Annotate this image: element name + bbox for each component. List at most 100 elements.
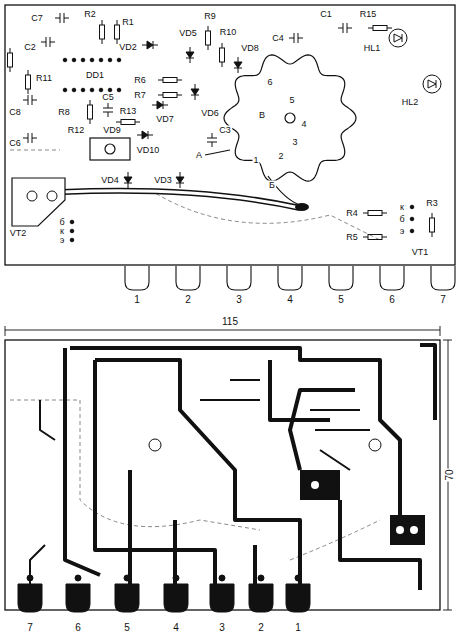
- components: [70, 238, 74, 242]
- components: [116, 122, 140, 123]
- components: [432, 213, 433, 237]
- part-label: C5: [101, 93, 115, 102]
- button-number: 2: [257, 623, 265, 633]
- components: [23, 133, 37, 143]
- bottom-buttons: [164, 584, 188, 612]
- pin-name: к: [59, 227, 65, 236]
- callout-letter: Б: [268, 181, 276, 190]
- part-label: HL1: [363, 44, 382, 53]
- part-label: C1: [319, 10, 333, 19]
- part-label: HL2: [401, 98, 420, 107]
- part-label: VD8: [240, 44, 260, 53]
- components: [289, 33, 303, 43]
- part-label: R7: [133, 91, 147, 100]
- contact-number: 4: [300, 120, 307, 129]
- part-label: R10: [219, 28, 238, 37]
- part-label: C2: [23, 43, 37, 52]
- components: [158, 80, 182, 81]
- encoder-star: [205, 55, 356, 205]
- components: [8, 13, 442, 242]
- copper-pads: [311, 481, 319, 489]
- pin-name: э: [59, 236, 66, 245]
- button-number: 3: [235, 295, 243, 305]
- top-buttons: [227, 266, 251, 290]
- components: [389, 29, 407, 47]
- part-label: R3: [425, 199, 439, 208]
- components: [410, 205, 414, 209]
- part-label: VD7: [155, 115, 175, 124]
- copper-traces: [420, 345, 435, 420]
- callout-letter: В: [258, 111, 266, 120]
- part-label: R5: [345, 233, 359, 242]
- top-buttons: [176, 266, 200, 290]
- part-label: R9: [203, 12, 217, 21]
- pin-name: э: [399, 227, 406, 236]
- dimension-lines: [5, 326, 452, 610]
- part-label: R4: [345, 209, 359, 218]
- copper-pads: [410, 526, 418, 534]
- mount-pad: [90, 138, 130, 160]
- components: [176, 172, 184, 188]
- copper-traces: [30, 345, 435, 590]
- components: [72, 88, 76, 92]
- components: [363, 237, 387, 238]
- components: [368, 211, 382, 216]
- components: [363, 213, 387, 214]
- part-label: C8: [8, 108, 22, 117]
- board-outline: [5, 5, 455, 610]
- components: [55, 13, 69, 23]
- button-number: 7: [439, 295, 447, 305]
- button-number: 7: [26, 623, 34, 633]
- part-label: VT2: [9, 229, 28, 238]
- components: [428, 80, 436, 88]
- components: [108, 88, 112, 92]
- contact-spring: [295, 203, 309, 211]
- underside-outline: [10, 150, 380, 240]
- components: [108, 58, 112, 62]
- board-outline: [5, 5, 455, 265]
- mount-holes: [149, 439, 381, 451]
- contact-spring: [27, 191, 37, 201]
- components: [100, 25, 105, 39]
- part-label: R6: [133, 76, 147, 85]
- button-number: 4: [286, 295, 294, 305]
- bottom-buttons: [286, 584, 310, 612]
- components: [41, 37, 55, 47]
- button-number: 6: [388, 295, 396, 305]
- button-number: 2: [184, 295, 192, 305]
- contact-number: 5: [288, 96, 295, 105]
- part-label: VD10: [136, 146, 161, 155]
- bottom-buttons: [210, 584, 234, 612]
- bottom-buttons: [124, 575, 130, 581]
- bottom-buttons: [115, 584, 139, 612]
- components: [423, 75, 441, 93]
- bottom-buttons: [18, 584, 42, 612]
- encoder-star: [285, 113, 295, 123]
- copper-traces: [128, 470, 132, 585]
- top-buttons: [278, 266, 302, 290]
- components: [368, 28, 392, 29]
- components: [103, 103, 113, 117]
- bottom-buttons: [75, 575, 81, 581]
- part-label: R2: [83, 10, 97, 19]
- copper-pads: [396, 526, 404, 534]
- mount-pad: [105, 144, 115, 154]
- contact-number: 2: [277, 152, 284, 161]
- pin-name: б: [58, 218, 65, 227]
- bottom-buttons: [249, 584, 273, 612]
- components: [63, 88, 67, 92]
- part-label: R8: [57, 108, 71, 117]
- part-label: R12: [67, 126, 86, 135]
- components: [410, 229, 414, 233]
- part-label: R15: [359, 10, 378, 19]
- components: [90, 88, 94, 92]
- components: [368, 235, 382, 240]
- components: [99, 58, 103, 62]
- part-label: R11: [35, 74, 53, 83]
- components: [191, 84, 199, 100]
- part-label: VD2: [118, 43, 138, 52]
- part-label: C3: [218, 126, 232, 135]
- button-number: 1: [294, 623, 302, 633]
- contact-number: 6: [266, 78, 273, 87]
- copper-traces: [330, 360, 400, 520]
